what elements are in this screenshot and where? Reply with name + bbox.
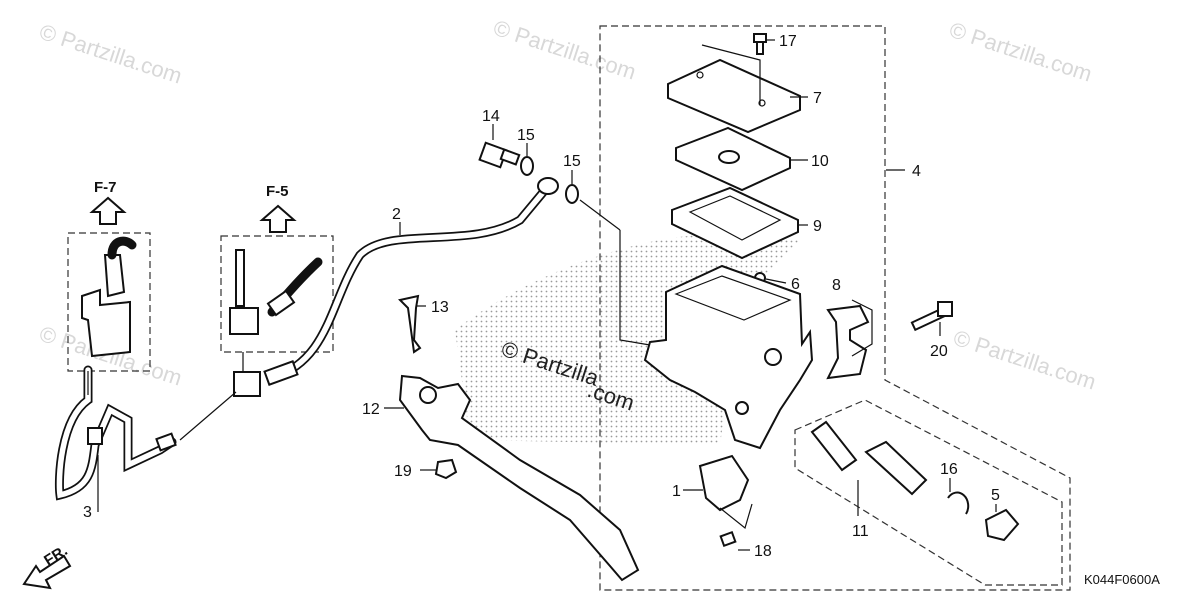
master-cylinder-body: [643, 264, 814, 450]
banjo-bolt-shaft: [499, 148, 521, 166]
callout-1: 1: [672, 483, 681, 500]
callout-15b: 15: [563, 153, 581, 170]
brake-hose-inner: [269, 187, 548, 381]
brake-lever: [398, 374, 640, 582]
pipe-nut: [87, 427, 103, 445]
f7-arrow-icon: [89, 196, 127, 225]
watermark-text: © Partzilla.com: [36, 19, 185, 89]
callout-11: 11: [852, 523, 869, 540]
callout-3: 3: [83, 504, 92, 521]
cap-hole: [758, 99, 766, 107]
callout-13: 13: [431, 299, 449, 316]
f5-arrow-icon: [259, 204, 297, 233]
callout-5: 5: [991, 487, 1000, 504]
callout-14: 14: [482, 108, 500, 125]
lever-pivot: [419, 386, 437, 404]
mount-boss: [764, 348, 782, 366]
leader-banjo-to-body: [619, 230, 651, 346]
brake-pipe-inner: [56, 367, 175, 499]
diagram-code: K044F0600A: [1084, 572, 1160, 587]
dust-cap: [984, 508, 1020, 542]
hose-clamp-bracket: [81, 288, 131, 358]
leader-screw: [701, 44, 761, 105]
callout-7: 7: [813, 90, 822, 107]
f5-detail-box: [220, 235, 334, 353]
callout-2: 2: [392, 206, 401, 223]
leader-pipe: [179, 391, 237, 441]
callout-19: 19: [394, 463, 412, 480]
callout-8: 8: [832, 277, 841, 294]
piston: [864, 440, 928, 496]
callout-18: 18: [754, 543, 772, 560]
callout-6: 6: [791, 276, 800, 293]
f5-bolt: [235, 249, 245, 307]
switch-screw: [719, 530, 737, 548]
leader-switch-screw: [719, 503, 753, 530]
callout-12: 12: [362, 401, 380, 418]
pipe-nut: [155, 432, 177, 452]
f5-hose-sleeve: [266, 289, 296, 317]
watermark-text: © Partzilla.com: [950, 325, 1099, 395]
hose-clamp-fitting: [103, 254, 126, 298]
brake-light-switch: [698, 454, 750, 512]
hose-end-sleeve: [263, 360, 299, 386]
pivot-nut: [434, 458, 458, 480]
pivot-hole: [735, 401, 749, 415]
leader-banjo: [579, 199, 621, 231]
cap-screw-shaft: [756, 41, 764, 55]
reservoir-rim: [674, 275, 792, 321]
callout-15a: 15: [517, 127, 535, 144]
pivot-bolt: [398, 294, 422, 354]
holder-bolt-head: [937, 301, 953, 317]
front-direction-arrow-icon: [22, 554, 72, 590]
callout-10: 10: [811, 153, 829, 170]
sealing-washer: [520, 156, 534, 176]
handlebar-holder: [826, 304, 870, 380]
piston-boot: [810, 420, 858, 472]
cap-screw: [753, 33, 767, 43]
leader-holder: [851, 299, 873, 357]
f7-hose-end: [107, 236, 137, 260]
plate-boss: [718, 150, 740, 164]
banjo-fitting: [537, 177, 559, 195]
ref-label-f5: F-5: [266, 183, 289, 200]
callout-17: 17: [779, 33, 797, 50]
cap-hole: [696, 71, 704, 79]
f5-clamp-block: [229, 307, 259, 335]
ref-label-f7: F-7: [94, 179, 117, 196]
reservoir-cap: [667, 58, 801, 134]
callout-leaders: [97, 39, 997, 551]
master-cylinder-boundary: [599, 25, 1071, 591]
hose-clamp-block: [233, 371, 261, 397]
callout-16: 16: [940, 461, 958, 478]
callout-20: 20: [930, 343, 948, 360]
circlip: [947, 491, 970, 515]
diaphragm-ridge: [688, 195, 782, 241]
brake-pipe: [54, 365, 177, 501]
sealing-washer: [565, 184, 579, 204]
diaphragm: [671, 186, 799, 260]
callout-9: 9: [813, 218, 822, 235]
callout-4: 4: [912, 163, 921, 180]
watermark-text: © Partzilla.com: [946, 17, 1095, 87]
piston-kit-boundary: [794, 399, 1063, 586]
